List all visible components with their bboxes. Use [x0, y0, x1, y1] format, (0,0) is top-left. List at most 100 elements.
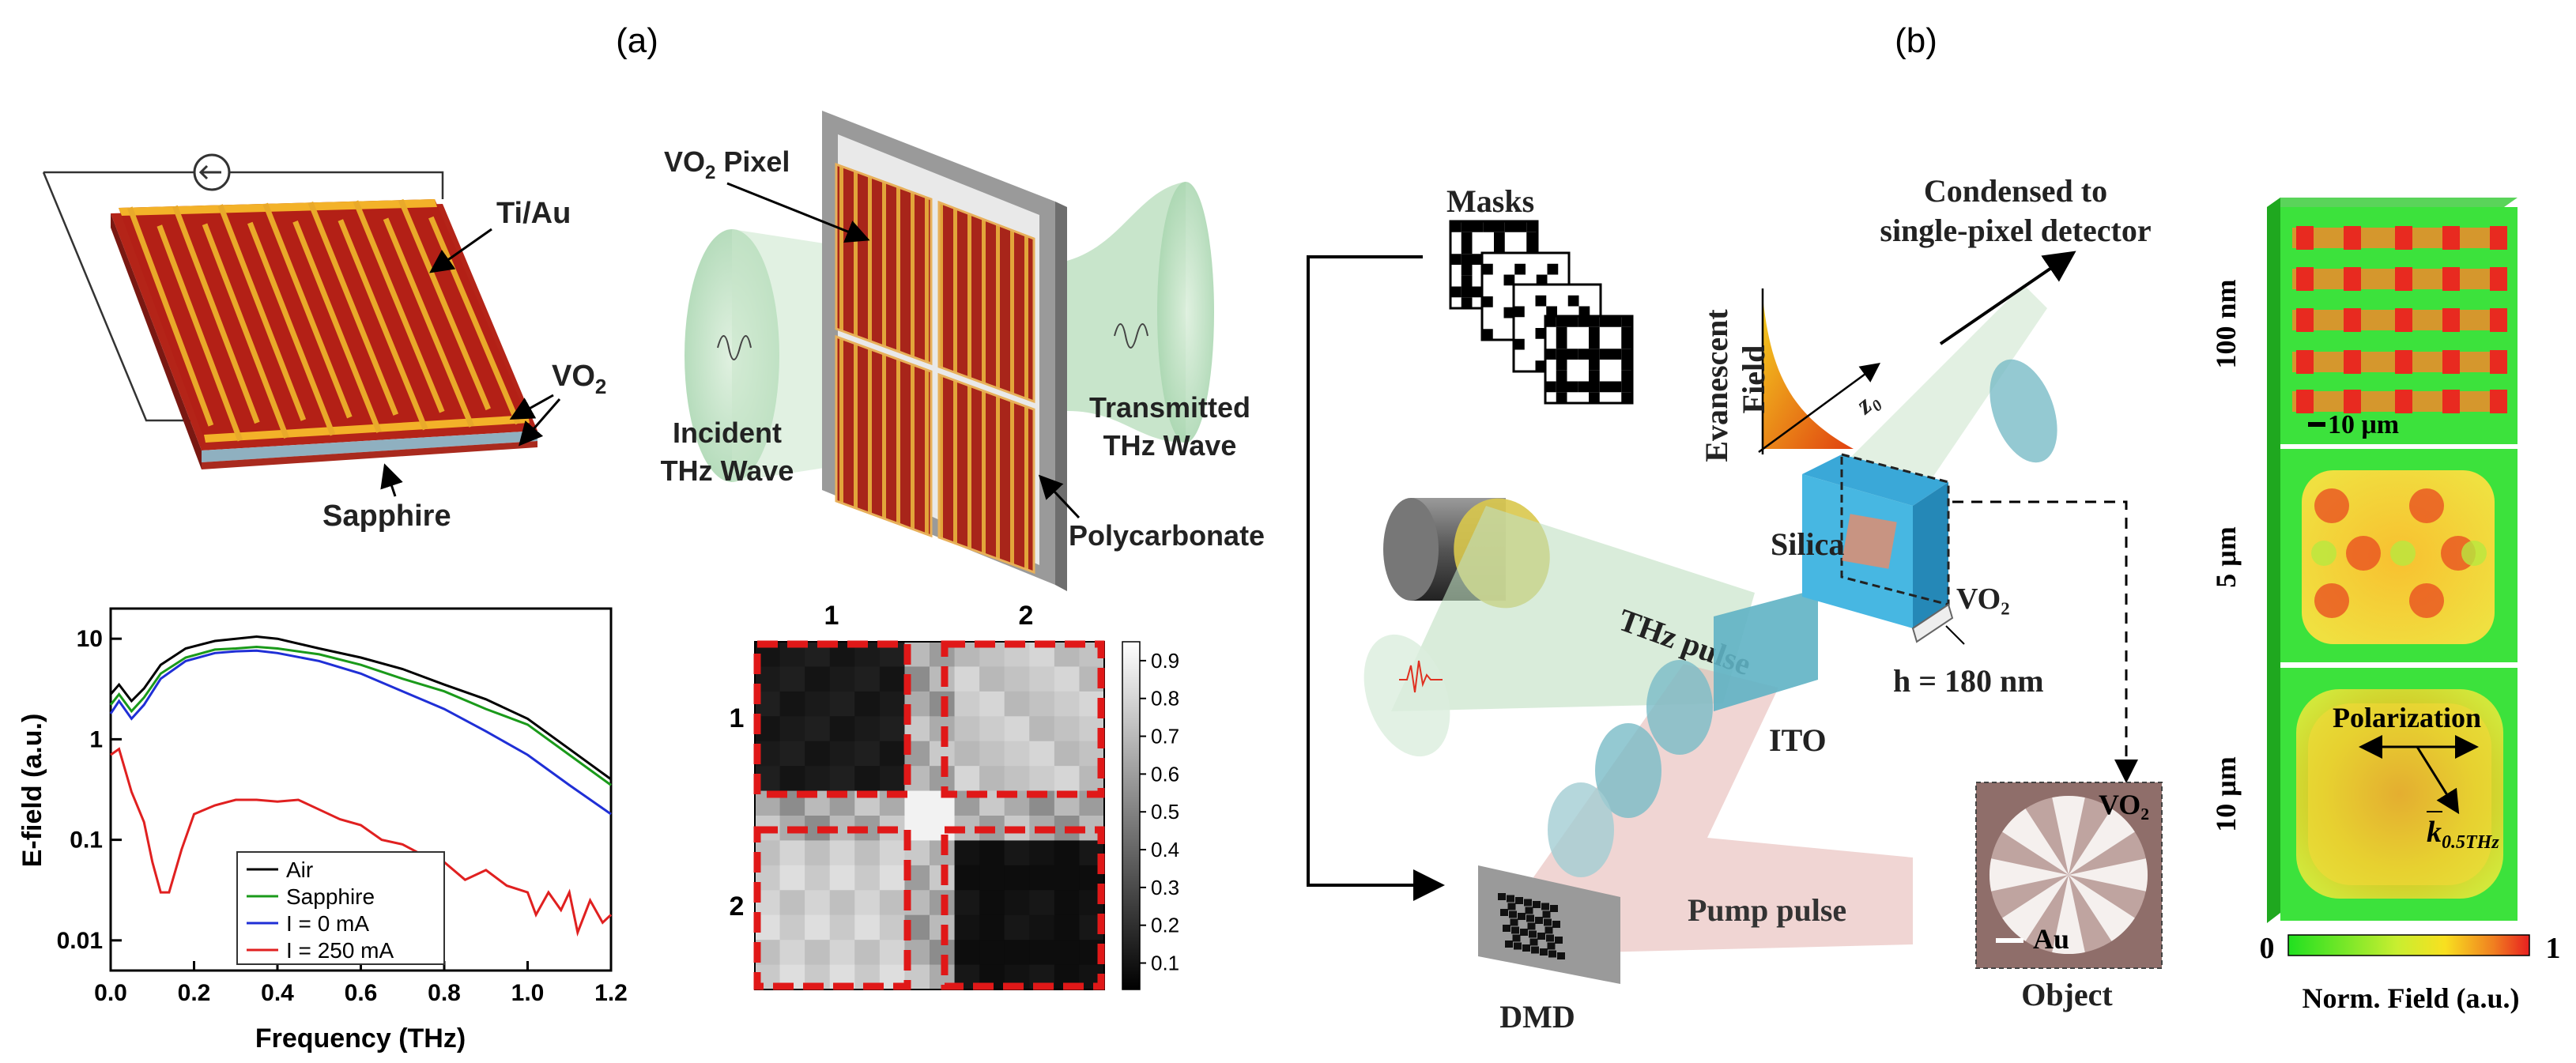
- pixel-cell: [1004, 914, 1030, 940]
- mask-cell: [1621, 337, 1632, 349]
- dmd-cell: [1515, 897, 1523, 904]
- col-label-1: 1: [824, 601, 839, 631]
- dmd-pattern: [1498, 893, 1565, 959]
- dmd-cell: [1537, 933, 1545, 940]
- field-hotspot: [2344, 226, 2361, 250]
- pixel-cell: [1029, 716, 1055, 742]
- field-hotspot: [2442, 226, 2460, 250]
- label-thickness: h = 180 nm: [1893, 663, 2044, 699]
- mask-cell: [1546, 306, 1557, 318]
- mask-cell: [1545, 316, 1556, 327]
- pixel-cell: [779, 691, 805, 717]
- electrode-finger: [157, 224, 243, 442]
- field-hotspot: [2395, 267, 2412, 291]
- pixel-cell: [829, 666, 855, 692]
- dashed-box-22: [941, 826, 1105, 990]
- pixel-bl: [835, 334, 933, 538]
- field-hotspot: [2490, 350, 2507, 374]
- pixel-cell: [954, 691, 980, 717]
- field-hotspot: [2314, 583, 2349, 618]
- dmd-cell: [1550, 905, 1558, 912]
- pixel-cell: [829, 940, 855, 966]
- field-hotspot: [2442, 267, 2460, 291]
- pixel-cell: [1054, 840, 1080, 866]
- pixel-cell: [829, 716, 855, 742]
- cbar-tick-label: 0.2: [1151, 914, 1179, 937]
- field-hotspot: [2296, 226, 2314, 250]
- dashed-box-11: [753, 640, 911, 798]
- mask-cell: [1526, 232, 1537, 243]
- pixel-cell: [879, 766, 905, 792]
- mask-cell: [1556, 326, 1567, 338]
- label-vo2-sample: VO₂: [1956, 582, 2010, 616]
- spectrum-legend: Air Sapphire I = 0 mA I = 250 mA: [236, 851, 445, 965]
- field-hotspot: [2395, 390, 2412, 413]
- pixel-cell: [1054, 691, 1080, 717]
- label-field-100nm: 100 nm: [2210, 279, 2242, 368]
- label-scalebar: 10 μm: [2328, 410, 2399, 439]
- mask-cell: [1535, 328, 1547, 339]
- pixel-cell: [954, 666, 980, 692]
- electrode-finger: [172, 205, 260, 424]
- pixel-cell: [1004, 716, 1030, 742]
- label-k: k0.5THz: [2427, 816, 2499, 853]
- field-hotspot: [2344, 350, 2361, 374]
- colorbar-max: 1: [2546, 932, 2561, 965]
- mask-stack: [1449, 220, 1634, 405]
- dmd-cell: [1509, 910, 1517, 918]
- field-maps: 10 μm Polarization k0.5THz 100 nm 5 μm 1…: [2210, 198, 2561, 1014]
- mask-cell: [1461, 243, 1473, 254]
- pixel-cell: [954, 890, 980, 916]
- pixel-cell: [1054, 940, 1080, 966]
- mask-cell: [1589, 370, 1600, 382]
- pixel-cell: [805, 890, 831, 916]
- mask-cell: [1589, 326, 1600, 338]
- mask-cell: [1578, 316, 1589, 327]
- pixel-cell: [854, 865, 881, 891]
- pixel-cell: [1054, 716, 1080, 742]
- pixel-cell: [854, 741, 881, 767]
- mask-cell: [1578, 306, 1590, 318]
- pixel-cell: [779, 840, 805, 866]
- mask-cell: [1503, 307, 1515, 319]
- field-hotspot: [2296, 267, 2314, 291]
- label-field-5um: 5 μm: [2210, 526, 2242, 587]
- electrode-finger: [398, 198, 491, 411]
- dmd-cell: [1500, 909, 1508, 916]
- pixel-cell: [779, 741, 805, 767]
- dmd-cell: [1544, 926, 1553, 934]
- pixel-cell: [854, 691, 881, 717]
- mask-cell: [1450, 286, 1461, 298]
- mask-cell: [1589, 381, 1600, 393]
- mask-cell: [1545, 381, 1556, 393]
- field-hotspot: [2296, 308, 2314, 332]
- dmd-cell: [1522, 944, 1530, 952]
- pixel-cell: [979, 840, 1005, 866]
- mask-cell: [1621, 326, 1632, 338]
- pixel-cell: [779, 890, 805, 916]
- dmd-cell: [1498, 893, 1506, 900]
- pixel-cell: [1029, 840, 1055, 866]
- dmd-cell: [1512, 934, 1521, 942]
- mask-cell: [1567, 349, 1578, 360]
- field-hotspot: [2442, 308, 2460, 332]
- y-tick-label: 1: [89, 726, 103, 752]
- mask-cell: [1503, 274, 1515, 286]
- pixel-cell: [979, 691, 1005, 717]
- object-petal: [2052, 795, 2085, 875]
- mask-cell: [1535, 360, 1547, 371]
- mask-cell: [1599, 316, 1611, 327]
- mask-cell: [1621, 316, 1632, 327]
- object-petal: [1990, 858, 2069, 891]
- pixel-cell: [879, 865, 905, 891]
- pixel-cell: [1004, 890, 1030, 916]
- dmd-cell: [1518, 913, 1526, 920]
- pixel-cell: [1004, 940, 1030, 966]
- field-hotspot: [2409, 583, 2444, 618]
- dmd-cell: [1557, 952, 1565, 959]
- pixel-cell: [854, 914, 881, 940]
- mask-cell: [1556, 392, 1567, 403]
- colorbar-ticks: 0.90.80.70.60.50.40.30.20.1: [1140, 649, 1179, 975]
- dmd-cell: [1552, 921, 1560, 928]
